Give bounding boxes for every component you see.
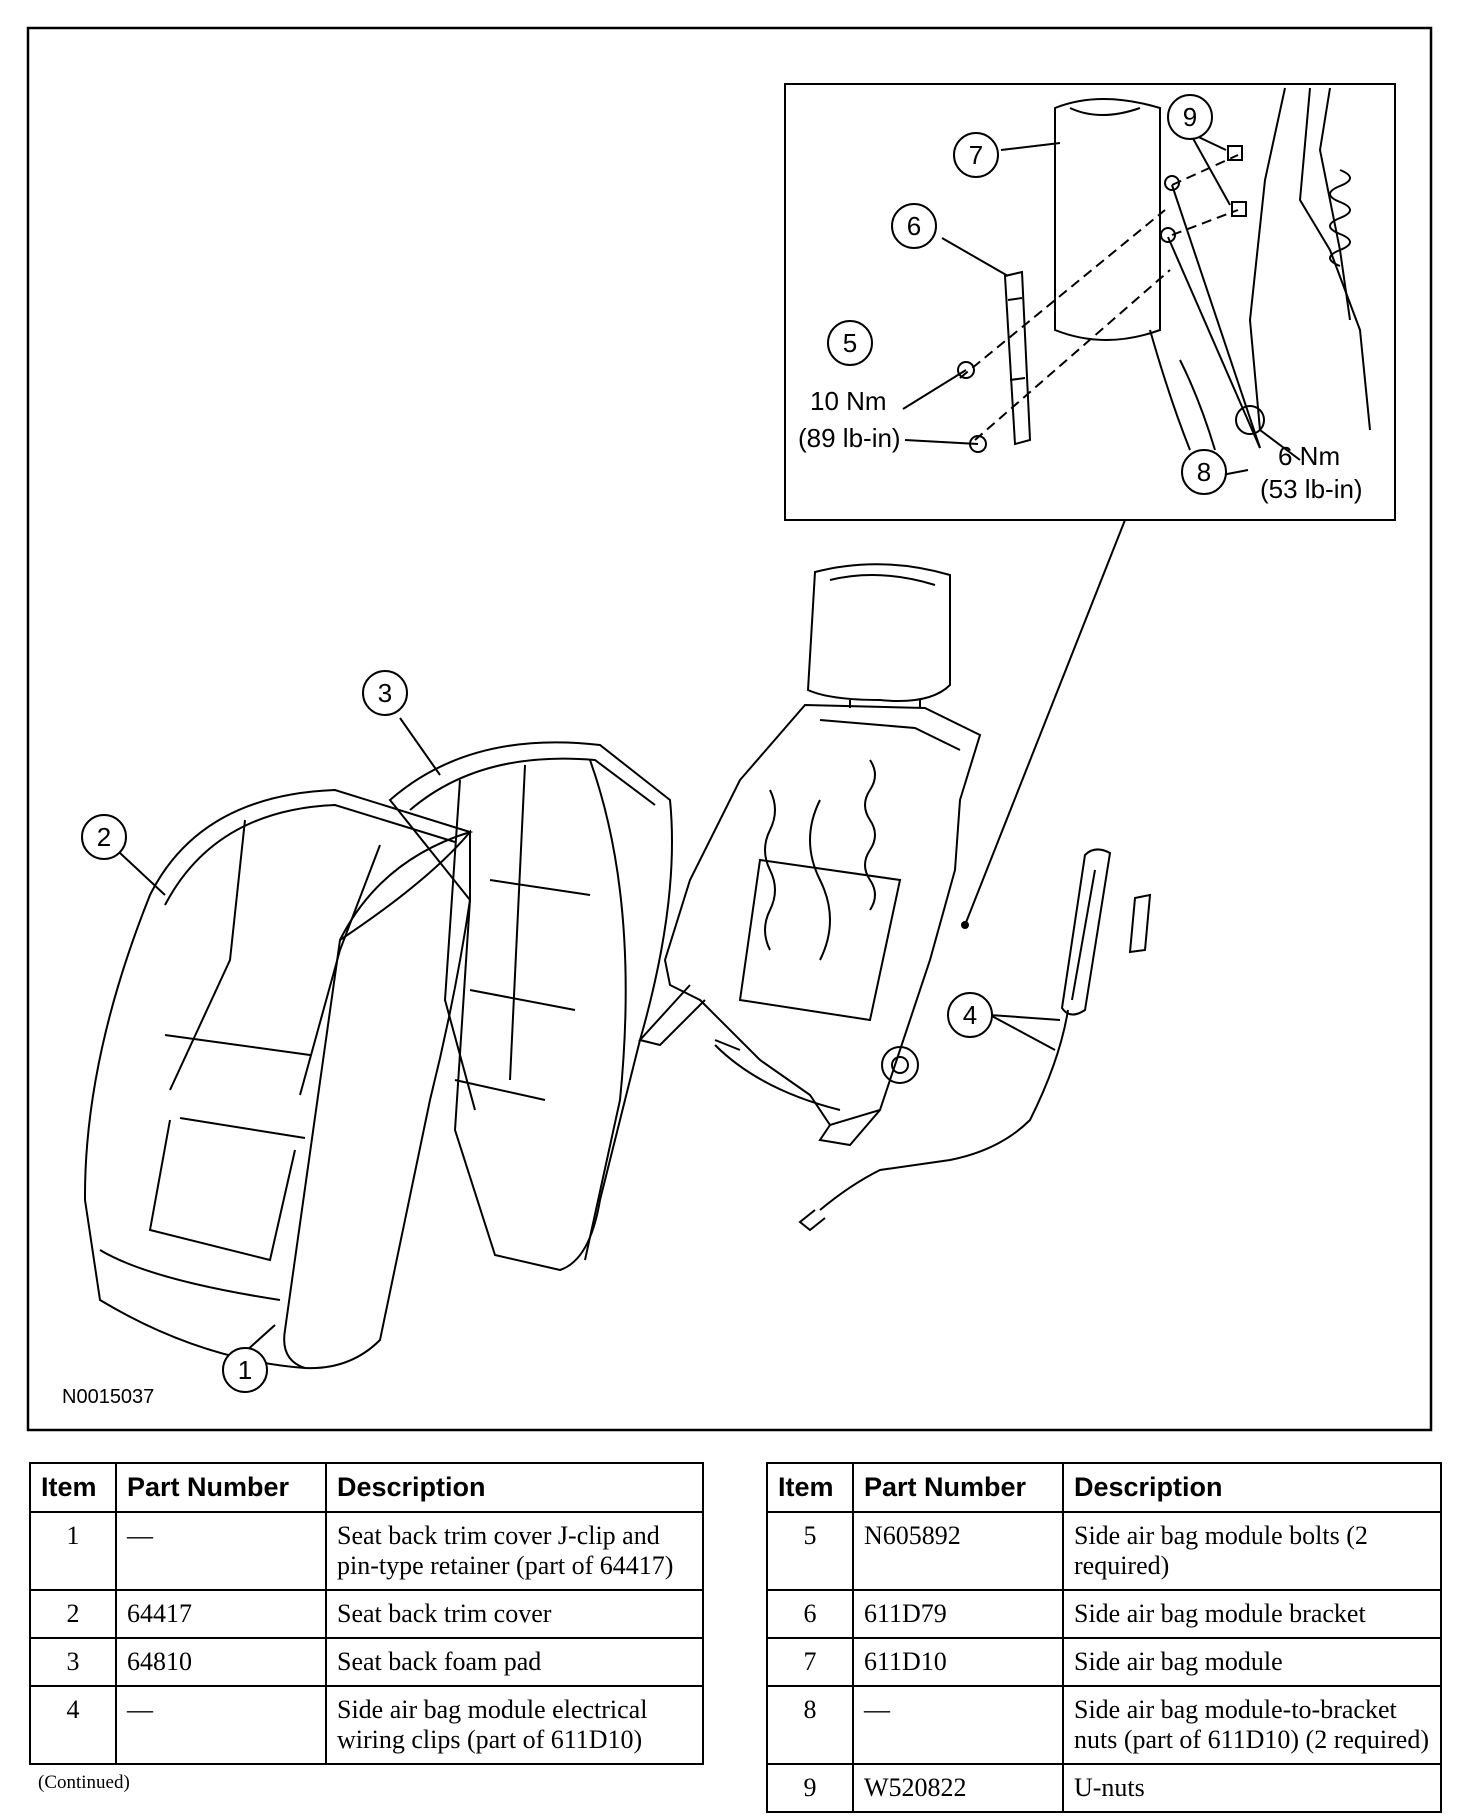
cell-item: 5 — [766, 1511, 854, 1591]
callout-number: 3 — [378, 678, 392, 708]
cell-part-number: 64417 — [115, 1589, 327, 1639]
torque-left-lbin: (89 lb-in) — [798, 423, 901, 453]
table-row: 7 611D10 Side air bag module — [766, 1637, 1442, 1687]
callout-number: 4 — [963, 1000, 977, 1030]
cell-item: 6 — [766, 1589, 854, 1639]
callout-5 — [827, 320, 873, 366]
callout-number: 2 — [97, 822, 111, 852]
cell-part-number: — — [115, 1685, 327, 1765]
continued-note: (Continued) — [38, 1772, 130, 1793]
table-row: 2 64417 Seat back trim cover — [29, 1589, 704, 1639]
callout-circles — [81, 94, 1227, 1393]
inset-nuts — [1160, 145, 1247, 243]
header-description: Description — [1062, 1462, 1442, 1513]
callout-4 — [947, 992, 993, 1038]
callout-6 — [891, 203, 937, 249]
callout-3 — [362, 670, 408, 716]
table-row: 6 611D79 Side air bag module bracket — [766, 1589, 1442, 1639]
airbag-module-standalone — [1060, 848, 1152, 1016]
cell-description: Seat back trim cover J-clip and pin-type… — [325, 1511, 704, 1591]
cell-part-number: N605892 — [852, 1511, 1064, 1591]
cell-part-number: 611D79 — [852, 1589, 1064, 1639]
table-row: 1 — Seat back trim cover J-clip and pin-… — [29, 1511, 704, 1591]
cell-part-number: 611D10 — [852, 1637, 1064, 1687]
callout-number: 6 — [907, 211, 921, 241]
inset-alignment-lines — [959, 154, 1239, 441]
callout-number: 9 — [1183, 102, 1197, 132]
cell-item: 2 — [29, 1589, 117, 1639]
cell-item: 1 — [29, 1511, 117, 1591]
table-header-row: Item Part Number Description — [766, 1462, 1442, 1513]
cell-description: Side air bag module bolts (2 required) — [1062, 1511, 1442, 1591]
torque-right-nm: 6 Nm — [1278, 441, 1340, 471]
callout-number: 8 — [1197, 457, 1211, 487]
figure-id-label: N0015037 — [62, 1386, 154, 1408]
cell-description: Side air bag module electrical wiring cl… — [325, 1685, 704, 1765]
inset-leader-line — [964, 519, 1126, 926]
table-row: 9 W520822 U-nuts — [766, 1763, 1442, 1813]
cell-part-number: 64810 — [115, 1637, 327, 1687]
torque-left-nm: 10 Nm — [810, 386, 887, 416]
callout-number: 1 — [238, 1355, 252, 1385]
parts-table-right: Item Part Number Description 5 N605892 S… — [766, 1462, 1442, 1813]
airbag-wiring-harness — [798, 1009, 1069, 1232]
cell-item: 9 — [766, 1763, 854, 1813]
inset-seat-frame — [1149, 87, 1371, 461]
header-item: Item — [29, 1462, 117, 1513]
callout-8 — [1181, 449, 1227, 495]
callout-number: 5 — [843, 328, 857, 358]
cell-description: Seat back foam pad — [325, 1637, 704, 1687]
cell-part-number: — — [115, 1511, 327, 1591]
seat-back-trim-cover — [83, 788, 474, 1370]
cell-description: U-nuts — [1062, 1763, 1442, 1813]
torque-right-lbin: (53 lb-in) — [1260, 474, 1363, 504]
cell-item: 3 — [29, 1637, 117, 1687]
cell-part-number: W520822 — [852, 1763, 1064, 1813]
cell-item: 8 — [766, 1685, 854, 1765]
table-row: 8 — Side air bag module-to-bracket nuts … — [766, 1685, 1442, 1765]
header-part-number: Part Number — [115, 1462, 327, 1513]
inset-airbag-module — [1054, 98, 1161, 341]
figure-frame — [26, 26, 1433, 1432]
inset-leaders — [902, 132, 1261, 476]
exploded-seat-diagram: 1 2 3 4 5 6 7 8 9 10 Nm (89 lb-in) 6 Nm … — [26, 26, 1433, 1432]
header-part-number: Part Number — [852, 1462, 1064, 1513]
cell-description: Side air bag module bracket — [1062, 1589, 1442, 1639]
detail-inset-frame — [784, 83, 1396, 521]
inset-bracket — [1003, 270, 1032, 446]
seat-frame — [638, 563, 982, 1147]
callout-9 — [1167, 94, 1213, 140]
parts-table-left: Item Part Number Description 1 — Seat ba… — [29, 1462, 704, 1765]
callout-2 — [81, 814, 127, 860]
header-item: Item — [766, 1462, 854, 1513]
seat-back-foam-pad — [388, 741, 673, 1272]
callout-1 — [222, 1347, 268, 1393]
table-row: 3 64810 Seat back foam pad — [29, 1637, 704, 1687]
cell-part-number: — — [852, 1685, 1064, 1765]
cell-description: Side air bag module — [1062, 1637, 1442, 1687]
table-header-row: Item Part Number Description — [29, 1462, 704, 1513]
table-row: 4 — Side air bag module electrical wirin… — [29, 1685, 704, 1765]
cell-item: 4 — [29, 1685, 117, 1765]
cell-item: 7 — [766, 1637, 854, 1687]
callout-number: 7 — [969, 140, 983, 170]
callout-7 — [953, 132, 999, 178]
cell-description: Side air bag module-to-bracket nuts (par… — [1062, 1685, 1442, 1765]
cell-description: Seat back trim cover — [325, 1589, 704, 1639]
table-row: 5 N605892 Side air bag module bolts (2 r… — [766, 1511, 1442, 1591]
header-description: Description — [325, 1462, 704, 1513]
